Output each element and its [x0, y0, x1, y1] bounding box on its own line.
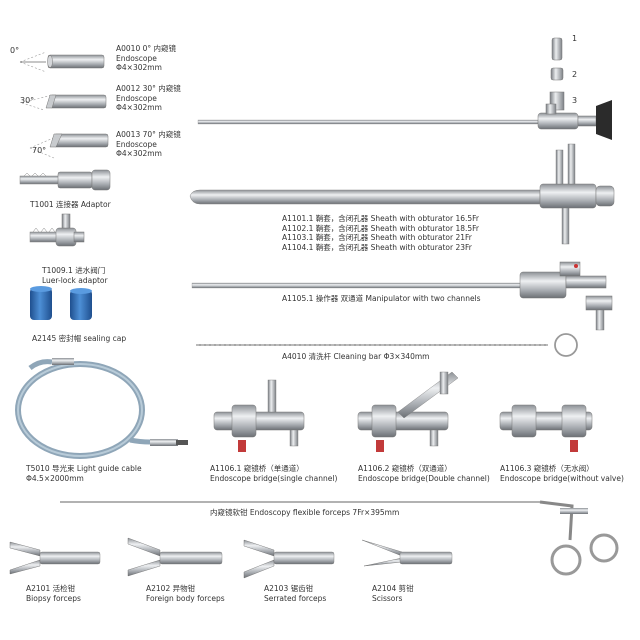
scope-tip-0-degree [19, 51, 105, 73]
bridge-no-valve-line2: Endoscope bridge(without valve) [500, 473, 624, 483]
adaptor-illustration [19, 169, 111, 191]
scope-30-angle: 30° [20, 96, 35, 105]
manipulator-illustration [191, 261, 613, 331]
sheath-label-16-5fr: A1101.1 鞘套，含闭孔器 Sheath with obturator 16… [282, 214, 480, 223]
scope-70-title: A0013 70° 内窥镜 [116, 130, 181, 139]
scope-70-size: Φ4×302mm [116, 149, 162, 158]
scope-0-angle: 0° [10, 46, 20, 55]
cable-label-line1: T5010 导光束 Light guide cable [26, 464, 142, 473]
bridge-single-label: A1106.1 窥镜桥（单通道） Endoscope bridge(single… [210, 464, 337, 483]
scope-tip-70-degree [29, 133, 109, 159]
bridge-single-illustration [213, 379, 305, 452]
sealing-cap-illustration [30, 286, 92, 320]
light-guide-cable-illustration [15, 358, 188, 459]
scope-label-70: A0013 70° 内窥镜 Endoscope Φ4×302mm [116, 130, 181, 159]
serrated-forceps-code: A2103 锯齿钳 [264, 584, 314, 593]
cleaning-bar-label: A4010 清洗杆 Cleaning bar Φ3×340mm [282, 352, 430, 361]
luer-label: T1009.1 进水阀门 Luer-lock adaptor [42, 266, 108, 285]
cable-label-line2: Φ4.5×2000mm [26, 473, 84, 483]
bridge-double-label: A1106.2 窥镜桥（双通道） Endoscope bridge(Double… [358, 464, 490, 483]
sheath-label-23fr: A1104.1 鞘套，含闭孔器 Sheath with obturator 23… [282, 242, 472, 252]
scope-0-title: A0010 0° 内窥镜 [116, 44, 177, 53]
scissors-label: A2104 剪钳 Scissors [372, 584, 414, 603]
scope-label-0: A0010 0° 内窥镜 Endoscope Φ4×302mm [116, 44, 176, 73]
luer-label-line1: T1009.1 进水阀门 [42, 266, 106, 275]
bridge-no-valve-illustration [499, 404, 593, 452]
luer-lock-illustration [29, 213, 85, 247]
flexible-forceps-label: 内窥镜软钳 Endoscopy flexible forceps 7Fr×395… [210, 508, 400, 517]
part-number-3: 3 [572, 96, 578, 105]
foreign-body-forceps-code: A2102 异物钳 [146, 584, 196, 593]
endoscope-illustration [197, 100, 612, 140]
scope-tip-30-degree [21, 94, 107, 111]
serrated-forceps-name: Serrated forceps [264, 593, 327, 603]
sheath-label-21fr: A1103.1 鞘套，含闭孔器 Sheath with obturator 21… [282, 233, 472, 242]
bridge-no-valve-label: A1106.3 窥镜桥（无水阀） Endoscope bridge(withou… [500, 464, 624, 483]
foreign-body-forceps-illustration [127, 537, 223, 577]
part-number-1: 1 [572, 34, 578, 43]
biopsy-forceps-label: A2101 活检钳 Biopsy forceps [26, 584, 81, 603]
scope-label-30: A0012 30° 内窥镜 Endoscope Φ4×302mm [116, 84, 181, 113]
scope-70-name: Endoscope [116, 139, 157, 149]
serrated-forceps-label: A2103 锯齿钳 Serrated forceps [264, 584, 326, 603]
foreign-body-forceps-name: Foreign body forceps [146, 593, 225, 603]
scope-30-size: Φ4×302mm [116, 103, 162, 112]
scope-0-size: Φ4×302mm [116, 63, 162, 72]
cleaning-bar-illustration [196, 333, 578, 357]
flexible-forceps-illustration [60, 500, 619, 576]
bridge-double-line2: Endoscope bridge(Double channel) [358, 473, 490, 483]
sheath-illustration [189, 143, 615, 245]
cable-label: T5010 导光束 Light guide cable Φ4.5×2000mm [26, 464, 142, 483]
bridge-no-valve-line1: A1106.3 窥镜桥（无水阀） [500, 464, 594, 473]
sealing-cap-label: A2145 密封帽 sealing cap [32, 334, 127, 343]
biopsy-forceps-code: A2101 活检钳 [26, 584, 76, 593]
foreign-body-forceps-label: A2102 异物钳 Foreign body forceps [146, 584, 225, 603]
part-number-2: 2 [572, 70, 578, 79]
eyepiece-parts-illustration [549, 37, 565, 111]
manipulator-label: A1105.1 操作器 双通道 Manipulator with two cha… [282, 294, 481, 303]
scissors-code: A2104 剪钳 [372, 584, 414, 593]
bridge-single-line2: Endoscope bridge(single channel) [210, 473, 338, 483]
sheath-label-18-5fr: A1102.1 鞘套，含闭孔器 Sheath with obturator 18… [282, 223, 480, 233]
scope-0-name: Endoscope [116, 53, 157, 63]
sheath-labels: A1101.1 鞘套，含闭孔器 Sheath with obturator 16… [282, 214, 479, 252]
bridge-double-illustration [357, 371, 459, 452]
scope-30-title: A0012 30° 内窥镜 [116, 84, 181, 93]
biopsy-forceps-name: Biopsy forceps [26, 593, 81, 603]
serrated-forceps-illustration [243, 539, 335, 579]
bridge-double-line1: A1106.2 窥镜桥（双通道） [358, 464, 452, 473]
luer-label-line2: Luer-lock adaptor [42, 275, 108, 285]
bridge-single-line1: A1106.1 窥镜桥（单通道） [210, 464, 304, 473]
scissors-name: Scissors [372, 593, 403, 603]
adaptor-label: T1001 连接器 Adaptor [30, 200, 111, 209]
biopsy-forceps-illustration [9, 541, 101, 575]
scissors-illustration [361, 539, 453, 567]
scope-70-angle: 70° [32, 146, 47, 155]
scope-30-name: Endoscope [116, 93, 157, 103]
